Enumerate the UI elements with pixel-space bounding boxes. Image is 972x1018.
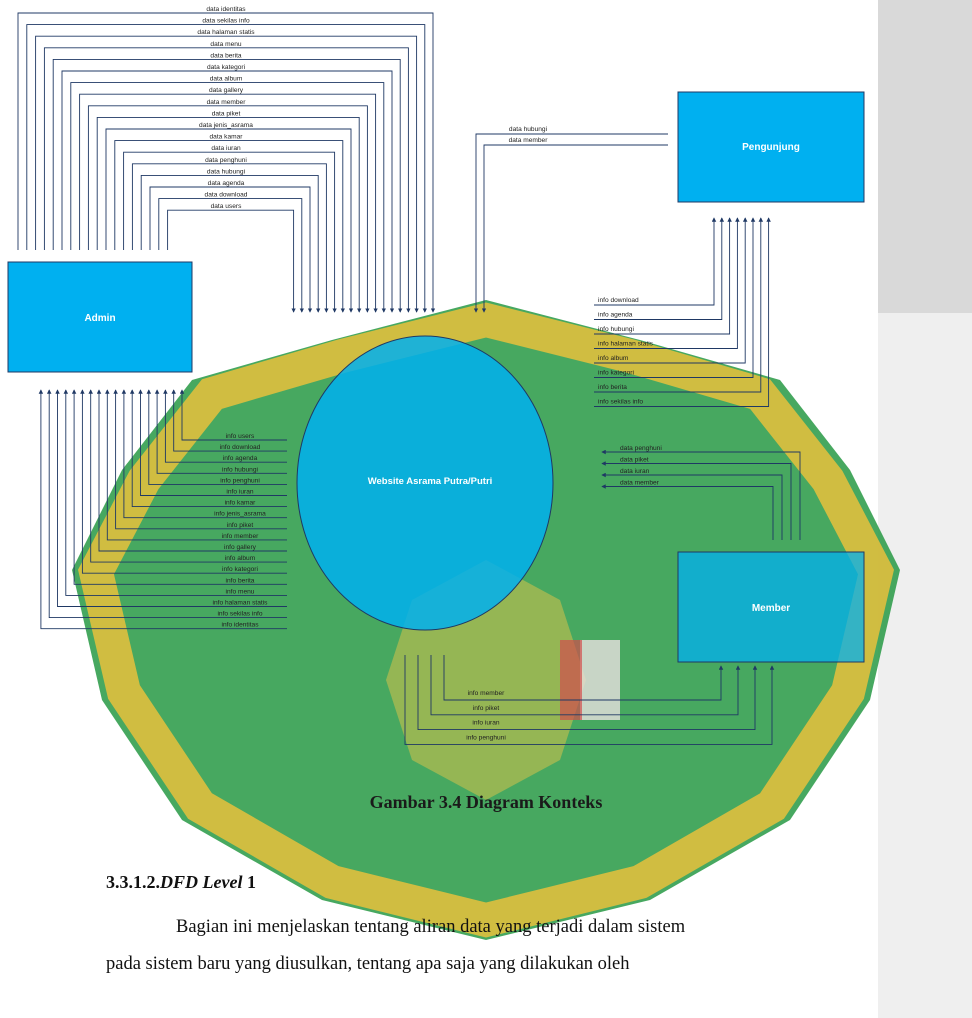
flow-admin-out: [174, 390, 287, 451]
flow-pengunjung-in: [476, 134, 668, 312]
flow-label-admin-in: data hubungi: [207, 168, 246, 175]
flow-label-admin-in: data jenis_asrama: [199, 122, 253, 129]
flow-label-admin-out: info identitas: [221, 622, 259, 629]
flow-label-admin-in: data halaman statis: [197, 29, 255, 36]
entity-member-label: Member: [752, 603, 790, 614]
flow-label-admin-out: info berita: [226, 577, 255, 584]
section-heading: 3.3.1.2.DFD Level 1: [106, 872, 256, 893]
flow-pengunjung-out: [594, 218, 722, 320]
flow-label-admin-out: info sekilas info: [217, 611, 262, 618]
flow-label-pengunjung-in: data member: [509, 137, 549, 144]
flow-label-admin-in: data sekilas info: [202, 18, 250, 25]
heading-suffix: 1: [242, 872, 256, 892]
flow-label-admin-in: data piket: [212, 110, 241, 117]
flow-label-member-out: info member: [468, 690, 505, 697]
flow-pengunjung-out: [594, 218, 714, 305]
flow-label-admin-out: info penghuni: [220, 477, 260, 484]
flow-member-in: [602, 487, 773, 541]
flow-pengunjung-in: [484, 145, 668, 312]
flow-label-admin-in: data penghuni: [205, 157, 247, 164]
entity-admin-label: Admin: [84, 313, 115, 324]
flow-label-admin-out: info piket: [227, 522, 254, 529]
flow-label-member-in: data member: [620, 480, 660, 487]
flow-label-admin-in: data menu: [210, 41, 241, 48]
flow-label-admin-in: data agenda: [208, 180, 245, 187]
flow-label-admin-out: info download: [220, 444, 261, 451]
flow-label-admin-out: info menu: [226, 588, 255, 595]
flow-admin-out: [132, 390, 287, 507]
flow-label-member-in: data iuran: [620, 468, 650, 475]
entity-pengunjung-label: Pengunjung: [742, 142, 800, 153]
flow-label-admin-out: info iuran: [226, 489, 253, 496]
flow-label-pengunjung-out: info halaman statis: [598, 341, 654, 348]
flow-label-pengunjung-out: info album: [598, 355, 629, 362]
flow-admin-out: [116, 390, 287, 529]
flow-label-member-in: data penghuni: [620, 445, 662, 452]
figure-caption: Gambar 3.4 Diagram Konteks: [0, 792, 972, 813]
flow-admin-out: [149, 390, 287, 484]
flow-label-admin-in: data download: [205, 192, 248, 199]
flow-label-admin-out: info hubungi: [222, 466, 258, 473]
flow-label-pengunjung-out: info berita: [598, 384, 627, 391]
flow-label-pengunjung-out: info sekilas info: [598, 399, 643, 406]
flow-label-admin-out: info kategori: [222, 566, 258, 573]
flow-label-member-out: info iuran: [472, 720, 499, 727]
flow-label-admin-in: data users: [211, 203, 242, 210]
flow-label-admin-in: data gallery: [209, 87, 244, 94]
flow-label-admin-out: info jenis_asrama: [214, 511, 266, 518]
paragraph-line-2: pada sistem baru yang diusulkan, tentang…: [106, 954, 630, 975]
flow-label-pengunjung-out: info download: [598, 297, 639, 304]
flow-label-admin-out: info member: [222, 533, 259, 540]
flow-label-pengunjung-in: data hubungi: [509, 126, 548, 133]
flow-admin-out: [99, 390, 287, 551]
flow-label-admin-in: data berita: [210, 52, 241, 59]
flow-admin-out: [141, 390, 288, 496]
flow-label-pengunjung-out: info kategori: [598, 370, 634, 377]
process-label: Website Asrama Putra/Putri: [368, 476, 493, 487]
heading-number: 3.3.1.2.: [106, 872, 160, 892]
flow-label-admin-in: data member: [207, 99, 247, 106]
flow-label-admin-in: data iuran: [211, 145, 241, 152]
flow-admin-out: [58, 390, 288, 607]
flow-label-member-out: info penghuni: [466, 734, 506, 741]
flow-label-admin-in: data kamar: [210, 134, 244, 141]
flow-label-member-out: info piket: [473, 705, 500, 712]
flow-label-pengunjung-out: info agenda: [598, 312, 633, 319]
flow-label-admin-out: info agenda: [223, 455, 258, 462]
flow-label-admin-out: info album: [225, 555, 256, 562]
flow-member-in: [602, 452, 800, 540]
flow-label-admin-in: data album: [210, 76, 243, 83]
flow-label-pengunjung-out: info hubungi: [598, 326, 634, 333]
paragraph-line-1: Bagian ini menjelaskan tentang aliran da…: [176, 917, 685, 938]
flow-label-admin-out: info halaman statis: [213, 600, 269, 607]
flow-label-admin-out: info users: [226, 433, 255, 440]
flow-label-member-in: data piket: [620, 457, 649, 464]
flow-label-admin-out: info gallery: [224, 544, 257, 551]
flow-label-admin-out: info kamar: [225, 500, 257, 507]
flow-label-admin-in: data kategori: [207, 64, 246, 71]
flow-label-admin-in: data identitas: [206, 6, 246, 13]
heading-title: DFD Level: [160, 872, 242, 892]
